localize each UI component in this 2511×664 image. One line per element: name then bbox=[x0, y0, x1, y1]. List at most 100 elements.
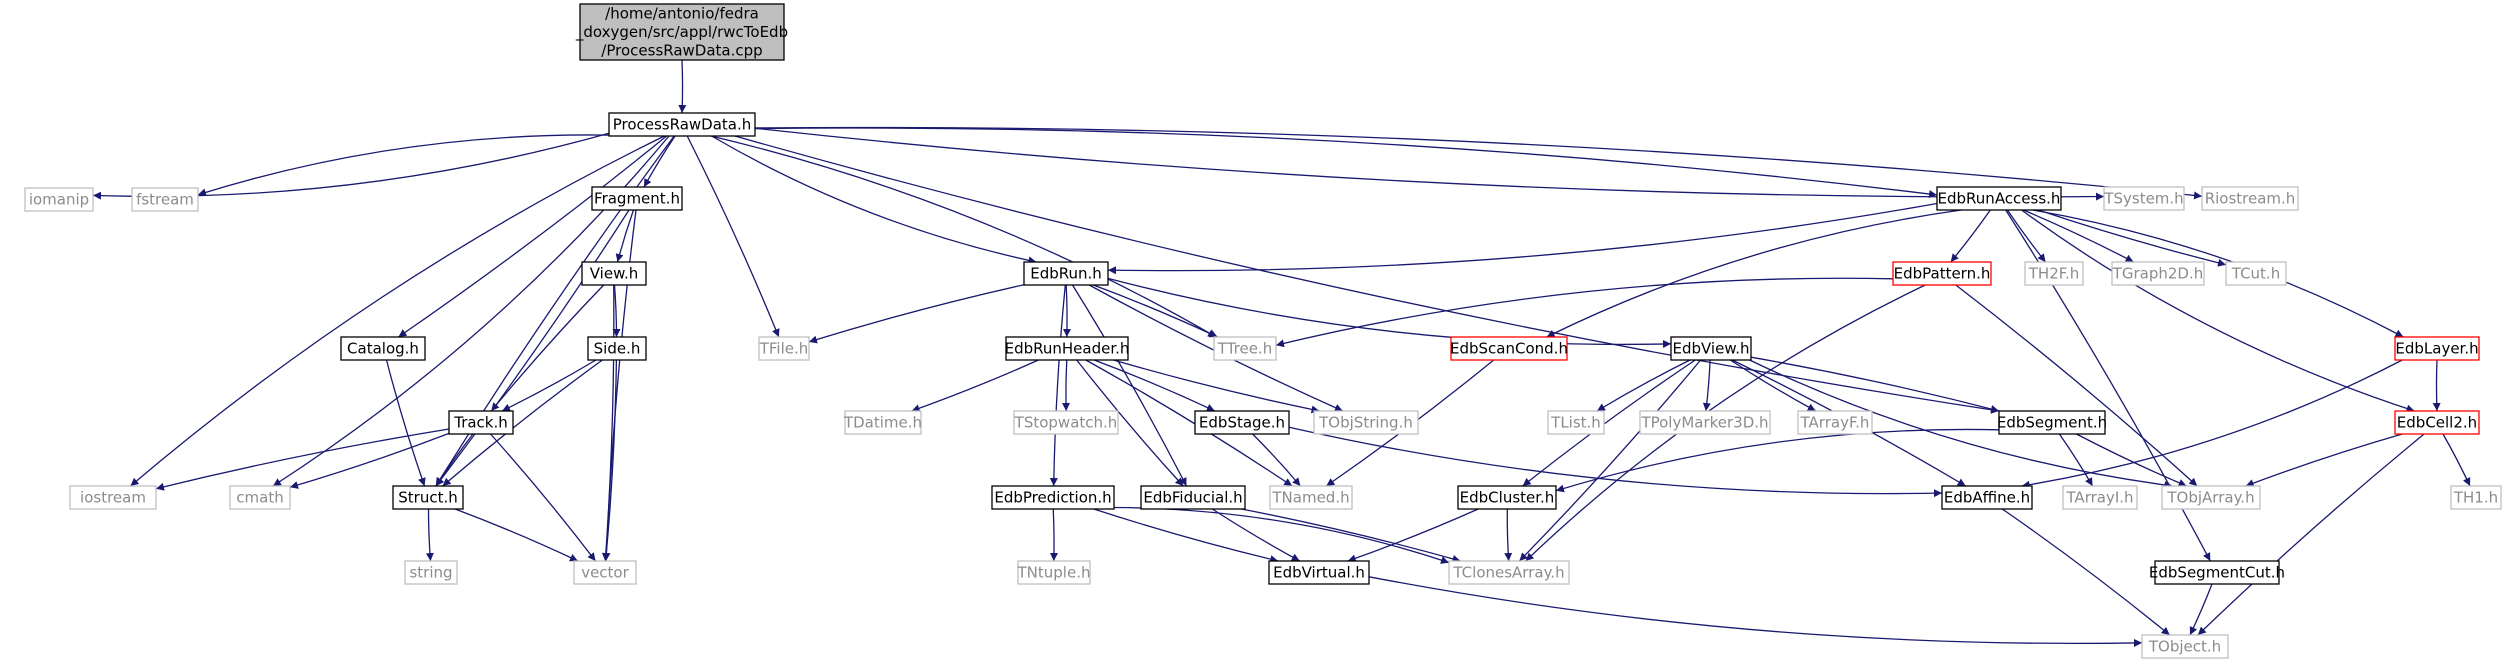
node-edbfiducial[interactable]: EdbFiducial.h bbox=[1140, 485, 1246, 510]
node-edbscancond[interactable]: EdbScanCond.h bbox=[1450, 336, 1568, 361]
node-tobjarray: TObjArray.h bbox=[2161, 485, 2261, 510]
node-label: Fragment.h bbox=[594, 190, 680, 208]
edge-line bbox=[1368, 576, 2143, 647]
node-box bbox=[392, 485, 464, 510]
node-edbstage[interactable]: EdbStage.h bbox=[1194, 410, 1290, 435]
node-box bbox=[1639, 410, 1771, 435]
edges-layer bbox=[92, 59, 2471, 647]
edge-line bbox=[2006, 209, 2047, 263]
edge-edbcell2-to-tobject bbox=[2197, 433, 2425, 636]
node-label: TArrayI.h bbox=[2065, 489, 2133, 507]
node-label: Track.h bbox=[453, 414, 508, 432]
node-fragment[interactable]: Fragment.h bbox=[591, 186, 683, 211]
edge-edbrunaccess-to-edblayer bbox=[2032, 209, 2404, 338]
node-label: Catalog.h bbox=[347, 340, 419, 358]
edge-edbrun-to-ttree bbox=[1093, 284, 1218, 338]
edge-processrawdata-to-ttree bbox=[710, 135, 1217, 338]
edge-edbrunaccess-to-tgraph2d bbox=[2023, 209, 2134, 263]
node-box bbox=[1450, 336, 1568, 361]
node-edbprediction[interactable]: EdbPrediction.h bbox=[991, 485, 1115, 510]
node-struct[interactable]: Struct.h bbox=[392, 485, 464, 510]
edge-line bbox=[754, 127, 2105, 201]
node-box bbox=[1448, 560, 1570, 585]
edge-line bbox=[1288, 426, 1943, 498]
node-edbrunheader[interactable]: EdbRunHeader.h bbox=[1005, 336, 1130, 361]
node-th2f: TH2F.h bbox=[2024, 261, 2084, 286]
node-side[interactable]: Side.h bbox=[587, 336, 647, 361]
node-box bbox=[1213, 336, 1277, 361]
node-label: EdbRunHeader.h bbox=[1005, 340, 1130, 358]
node-box bbox=[1998, 410, 2106, 435]
node-tntuple: TNtuple.h bbox=[1017, 560, 1091, 585]
node-box bbox=[448, 410, 514, 435]
edge-line bbox=[435, 433, 474, 487]
node-label: ProcessRawData.h bbox=[613, 116, 752, 134]
edge-line bbox=[155, 428, 450, 491]
edge-processrawdata-to-iomanip bbox=[92, 132, 610, 200]
node-edbpattern[interactable]: EdbPattern.h bbox=[1892, 261, 1992, 286]
edge-line bbox=[1702, 359, 1711, 412]
node-edbrunaccess[interactable]: EdbRunAccess.h bbox=[1936, 186, 2062, 211]
node-label: fstream bbox=[136, 191, 194, 209]
node-edbview[interactable]: EdbView.h bbox=[1670, 336, 1752, 361]
node-label: TTree.h bbox=[1217, 340, 1272, 358]
edge-edbstage-to-tnamed bbox=[1252, 433, 1301, 487]
node-root[interactable]: /home/antonio/fedra_doxygen/src/appl/rwc… bbox=[575, 3, 788, 61]
edge-line bbox=[1955, 284, 2198, 487]
node-track[interactable]: Track.h bbox=[448, 410, 514, 435]
node-label: TSystem.h bbox=[2103, 190, 2183, 208]
node-tpolymarker3d: TPolyMarker3D.h bbox=[1639, 410, 1771, 435]
edge-line bbox=[2023, 209, 2134, 263]
node-tobjstring: TObjString.h bbox=[1313, 410, 1419, 435]
edge-edbrunheader-to-tstopwatch bbox=[1061, 359, 1070, 412]
node-edbsegmentcut[interactable]: EdbSegmentCut.h bbox=[2149, 560, 2285, 585]
node-fstream: fstream bbox=[131, 187, 199, 212]
edge-line bbox=[754, 127, 1938, 198]
edge-line bbox=[1252, 433, 1301, 487]
edge-edbrunaccess-to-edbscancond bbox=[1546, 209, 1962, 338]
edge-edbview-to-tclonesarray bbox=[1518, 359, 1702, 562]
node-box bbox=[1268, 560, 1370, 585]
edge-line bbox=[1518, 359, 1702, 562]
edge-line bbox=[678, 59, 687, 114]
edge-line bbox=[1950, 209, 1991, 263]
node-ttree: TTree.h bbox=[1213, 336, 1277, 361]
edge-edbview-to-tlist bbox=[1596, 359, 1691, 412]
node-label: TArrayF.h bbox=[1800, 414, 1870, 432]
node-edbsegment[interactable]: EdbSegment.h bbox=[1997, 410, 2107, 435]
node-view[interactable]: View.h bbox=[581, 261, 647, 286]
edge-line bbox=[1113, 506, 1450, 564]
node-label: Side.h bbox=[594, 340, 641, 358]
edge-track-to-vector bbox=[490, 433, 597, 562]
edge-edbrunheader-to-edbfiducial bbox=[1076, 359, 1184, 487]
node-edbvirtual[interactable]: EdbVirtual.h bbox=[1268, 560, 1370, 585]
node-processrawdata[interactable]: ProcessRawData.h bbox=[608, 112, 756, 137]
edge-line bbox=[1061, 359, 1070, 412]
edge-edbsegment-to-edbcluster bbox=[1555, 428, 2000, 493]
node-edbcell2[interactable]: EdbCell2.h bbox=[2394, 410, 2480, 435]
edge-edbsegment-to-tobjarray bbox=[2076, 433, 2187, 487]
edge-track-to-iostream bbox=[155, 428, 450, 491]
edge-side-to-vector bbox=[602, 359, 618, 562]
node-box bbox=[844, 410, 922, 435]
node-label: Struct.h bbox=[398, 489, 457, 507]
node-edbcluster[interactable]: EdbCluster.h bbox=[1457, 485, 1557, 510]
node-edbrun[interactable]: EdbRun.h bbox=[1023, 261, 1109, 286]
node-tnamed: TNamed.h bbox=[1269, 485, 1353, 510]
edge-edbrunaccess-to-edbsegmentcut bbox=[2005, 209, 2211, 562]
node-edblayer[interactable]: EdbLayer.h bbox=[2394, 336, 2480, 361]
edge-edblayer-to-edbcell2 bbox=[2432, 359, 2441, 412]
edge-line bbox=[1750, 356, 2000, 413]
edge-line bbox=[289, 432, 450, 489]
edge-line bbox=[2432, 359, 2441, 412]
node-label-line: /ProcessRawData.cpp bbox=[601, 42, 762, 60]
edge-processrawdata-to-struct bbox=[435, 135, 675, 487]
node-edbaffine[interactable]: EdbAffine.h bbox=[1941, 485, 2033, 510]
edge-line bbox=[501, 359, 597, 412]
edge-edbrun-to-tfile bbox=[808, 284, 1025, 344]
node-label: TPolyMarker3D.h bbox=[1640, 414, 1768, 432]
edge-processrawdata-to-edbrun bbox=[711, 135, 1037, 265]
node-catalog[interactable]: Catalog.h bbox=[340, 336, 426, 361]
edge-edbrun-to-edbrunheader bbox=[1063, 284, 1072, 338]
node-label: EdbCell2.h bbox=[2397, 414, 2477, 432]
